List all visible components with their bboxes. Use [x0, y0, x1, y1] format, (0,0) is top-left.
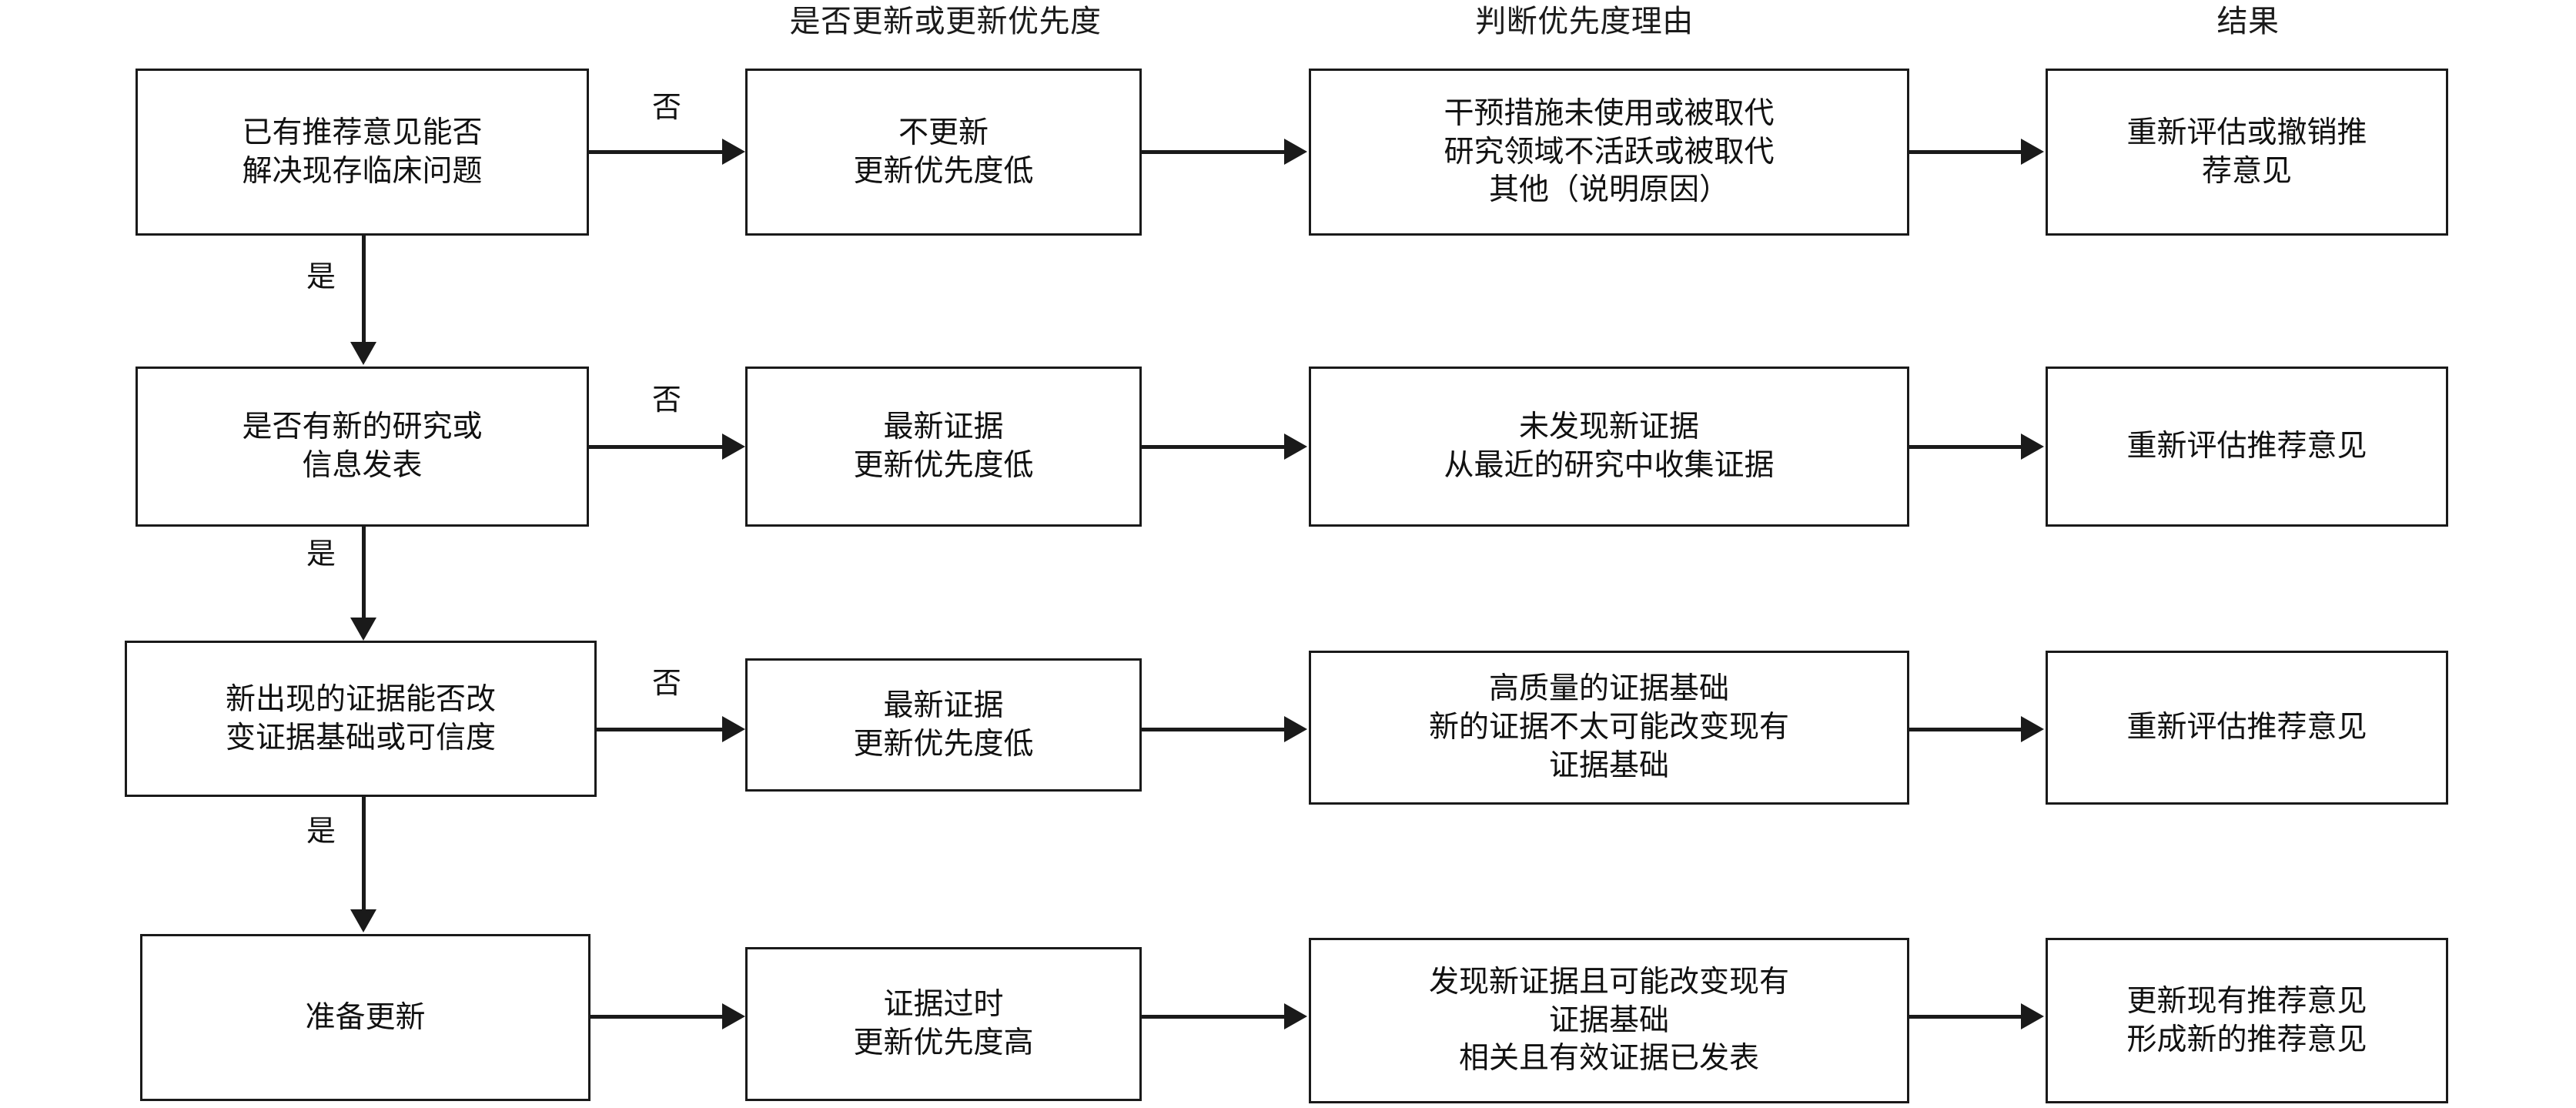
edge-label-yes-row3: 是 — [306, 814, 336, 848]
priority-box-row2-line1: 最新证据 — [883, 410, 1004, 445]
priority-box-row1-line1: 不更新 — [898, 115, 989, 150]
priority-box-row3-line2: 更新优先度低 — [853, 726, 1034, 762]
arrow-yes-row1-head — [350, 342, 376, 365]
edge-label-no-row2: 否 — [652, 383, 682, 417]
decision-box-row2-line1: 是否有新的研究或 — [242, 410, 483, 445]
column-header-priority-reason: 判断优先度理由 — [1475, 4, 1694, 39]
decision-box-row3-line2: 变证据基础或可信度 — [225, 720, 496, 755]
priority-box-row4-line1: 证据过时 — [883, 987, 1004, 1023]
arrow-priority-to-reason-row4-line — [1142, 1015, 1286, 1019]
priority-box-row1[interactable]: 不更新 更新优先度低 — [745, 69, 1142, 236]
priority-box-row3-line1: 最新证据 — [883, 688, 1004, 723]
priority-box-row4-line2: 更新优先度高 — [853, 1026, 1034, 1060]
reason-box-row2[interactable]: 未发现新证据 从最近的研究中收集证据 — [1309, 367, 1909, 527]
column-header-result: 结果 — [2216, 4, 2280, 39]
decision-box-row4-line1: 准备更新 — [305, 999, 426, 1035]
arrow-reason-to-result-row1-line — [1909, 150, 2022, 154]
reason-box-row3[interactable]: 高质量的证据基础 新的证据不太可能改变现有 证据基础 — [1309, 651, 1909, 805]
arrow-priority-to-reason-row2-head — [1284, 433, 1307, 460]
arrow-yes-row2-line — [362, 527, 366, 619]
arrow-reason-to-result-row4-line — [1909, 1015, 2022, 1019]
arrow-reason-to-result-row4-head — [2021, 1003, 2044, 1029]
result-box-row3-line1: 重新评估推荐意见 — [2126, 710, 2367, 745]
priority-box-row4[interactable]: 证据过时 更新优先度高 — [745, 947, 1142, 1101]
arrow-yes-row3-head — [350, 909, 376, 932]
arrow-yes-row3-line — [362, 797, 366, 911]
decision-box-row4[interactable]: 准备更新 — [140, 934, 590, 1101]
arrow-reason-to-result-row1-head — [2021, 139, 2044, 165]
arrow-reason-to-result-row3-head — [2021, 716, 2044, 742]
reason-box-row3-line3: 证据基础 — [1548, 748, 1669, 783]
result-box-row1[interactable]: 重新评估或撤销推 荐意见 — [2046, 69, 2448, 236]
edge-label-yes-row1: 是 — [306, 259, 336, 293]
reason-box-row4-line2: 证据基础 — [1548, 1003, 1669, 1038]
arrow-reason-to-result-row3-line — [1909, 728, 2022, 731]
arrow-priority-to-reason-row3-line — [1142, 728, 1286, 731]
priority-box-row3[interactable]: 最新证据 更新优先度低 — [745, 658, 1142, 792]
arrow-no-row3-line — [597, 728, 724, 731]
column-header-update-priority: 是否更新或更新优先度 — [789, 4, 1102, 39]
result-box-row1-line2: 荐意见 — [2201, 153, 2292, 189]
arrow-priority-to-reason-row4-head — [1284, 1003, 1307, 1029]
result-box-row4-line2: 形成新的推荐意见 — [2126, 1022, 2367, 1057]
edge-label-no-row3: 否 — [652, 666, 682, 700]
arrow-row4-to-priority-line — [590, 1015, 724, 1019]
result-box-row2-line1: 重新评估推荐意见 — [2126, 429, 2367, 464]
arrow-priority-to-reason-row1-line — [1142, 150, 1286, 154]
reason-box-row1-line2: 研究领域不活跃或被取代 — [1444, 134, 1775, 169]
arrow-no-row3-head — [722, 716, 745, 742]
priority-box-row1-line2: 更新优先度低 — [853, 153, 1034, 189]
reason-box-row4[interactable]: 发现新证据且可能改变现有 证据基础 相关且有效证据已发表 — [1309, 938, 1909, 1103]
arrow-priority-to-reason-row1-head — [1284, 139, 1307, 165]
arrow-no-row2-head — [722, 433, 745, 460]
reason-box-row3-line2: 新的证据不太可能改变现有 — [1428, 710, 1789, 745]
arrow-priority-to-reason-row3-head — [1284, 716, 1307, 742]
result-box-row2[interactable]: 重新评估推荐意见 — [2046, 367, 2448, 527]
arrow-no-row1-line — [589, 150, 724, 154]
arrow-no-row2-line — [589, 445, 724, 449]
reason-box-row4-line1: 发现新证据且可能改变现有 — [1428, 964, 1789, 999]
arrow-yes-row2-head — [350, 618, 376, 641]
reason-box-row1[interactable]: 干预措施未使用或被取代 研究领域不活跃或被取代 其他（说明原因） — [1309, 69, 1909, 236]
decision-box-row1-line2: 解决现存临床问题 — [242, 153, 483, 189]
arrow-yes-row1-line — [362, 236, 366, 343]
priority-box-row2-line2: 更新优先度低 — [853, 448, 1034, 483]
decision-box-row1[interactable]: 已有推荐意见能否 解决现存临床问题 — [135, 69, 589, 236]
decision-box-row1-line1: 已有推荐意见能否 — [242, 115, 483, 150]
decision-box-row3[interactable]: 新出现的证据能否改 变证据基础或可信度 — [125, 641, 597, 797]
arrow-no-row1-head — [722, 139, 745, 165]
reason-box-row4-line3: 相关且有效证据已发表 — [1458, 1041, 1759, 1076]
priority-box-row2[interactable]: 最新证据 更新优先度低 — [745, 367, 1142, 527]
result-box-row1-line1: 重新评估或撤销推 — [2126, 115, 2367, 150]
reason-box-row1-line3: 其他（说明原因） — [1488, 172, 1729, 208]
result-box-row4[interactable]: 更新现有推荐意见 形成新的推荐意见 — [2046, 938, 2448, 1103]
edge-label-no-row1: 否 — [652, 90, 682, 124]
decision-box-row2[interactable]: 是否有新的研究或 信息发表 — [135, 367, 589, 527]
decision-box-row2-line2: 信息发表 — [302, 448, 423, 483]
arrow-reason-to-result-row2-head — [2021, 433, 2044, 460]
edge-label-yes-row2: 是 — [306, 537, 336, 571]
reason-box-row2-line1: 未发现新证据 — [1518, 410, 1699, 445]
result-box-row4-line1: 更新现有推荐意见 — [2126, 983, 2367, 1019]
arrow-row4-to-priority-head — [722, 1003, 745, 1029]
reason-box-row3-line1: 高质量的证据基础 — [1488, 671, 1729, 707]
decision-box-row3-line1: 新出现的证据能否改 — [225, 681, 496, 717]
arrow-priority-to-reason-row2-line — [1142, 445, 1286, 449]
arrow-reason-to-result-row2-line — [1909, 445, 2022, 449]
reason-box-row2-line2: 从最近的研究中收集证据 — [1444, 448, 1775, 483]
result-box-row3[interactable]: 重新评估推荐意见 — [2046, 651, 2448, 805]
reason-box-row1-line1: 干预措施未使用或被取代 — [1444, 95, 1775, 131]
